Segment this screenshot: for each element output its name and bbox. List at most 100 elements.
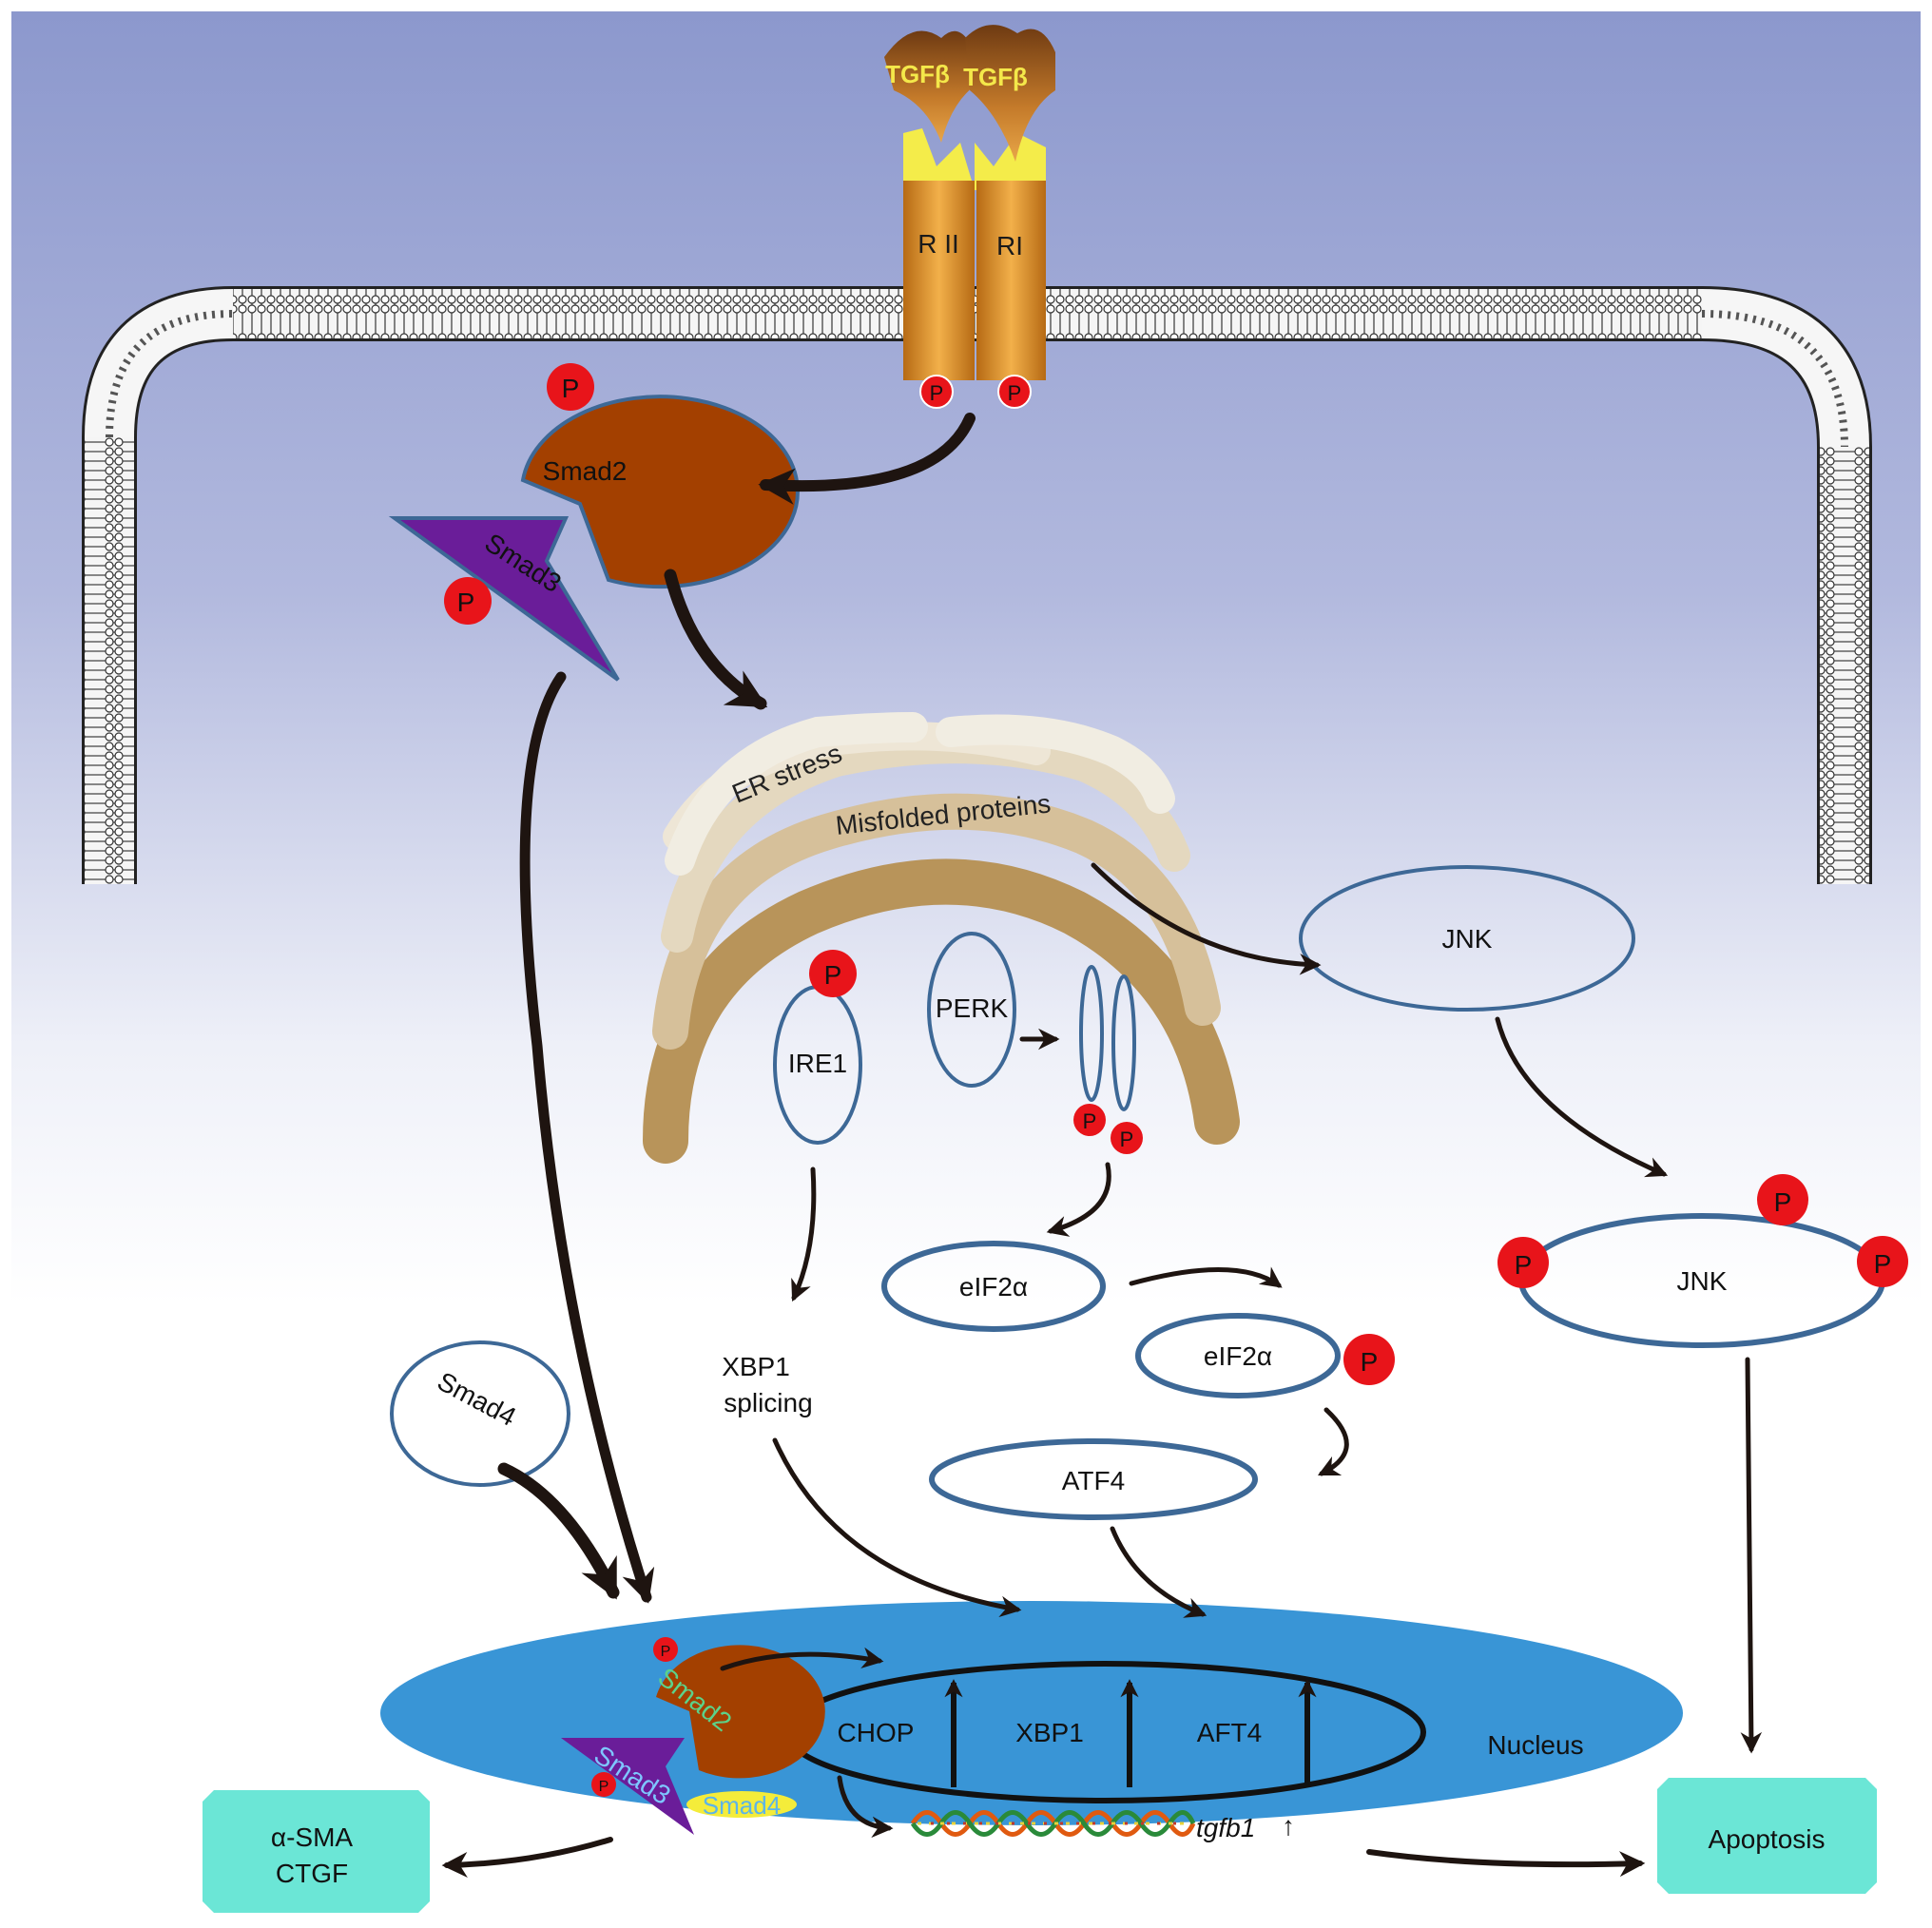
tgfb1-gene-label: tgfb1 bbox=[1196, 1813, 1255, 1842]
arrow-smad-to-nucleus bbox=[519, 671, 655, 1604]
receptor-i bbox=[976, 181, 1046, 380]
receptor-ii-label: R II bbox=[918, 229, 959, 259]
jnk-label: JNK bbox=[1677, 1266, 1728, 1296]
smad2-shape bbox=[656, 1645, 825, 1779]
xbp1-splicing-label: splicing bbox=[724, 1388, 812, 1417]
eif2a-label: eIF2α bbox=[1204, 1341, 1272, 1371]
phospho-icon bbox=[1497, 1237, 1549, 1288]
atf4-label: ATF4 bbox=[1062, 1466, 1125, 1495]
arrow-to-fibrosis-markers bbox=[441, 1837, 613, 1879]
arrow-receptor-to-smad bbox=[758, 413, 976, 505]
smad4-node bbox=[390, 1340, 570, 1487]
phospho-label: P bbox=[661, 1644, 671, 1660]
perk-eif2a-atf4-branch: eIF2α eIF2α P ATF4 bbox=[881, 1241, 1395, 1520]
jnk-label: JNK bbox=[1442, 924, 1493, 954]
arrow-smad4-to-nucleus bbox=[497, 1462, 620, 1600]
gene-label: XBP1 bbox=[1015, 1718, 1084, 1747]
perk-label: PERK bbox=[936, 993, 1009, 1023]
perk-dimer-node bbox=[1079, 965, 1104, 1102]
smad2-label: Smad2 bbox=[543, 456, 628, 486]
tgfb-ligand-label: TGFβ bbox=[963, 63, 1028, 91]
perk-dimer-node bbox=[1111, 974, 1136, 1111]
eif2a-node bbox=[881, 1241, 1106, 1332]
endoplasmic-reticulum: ER stress Misfolded proteins bbox=[643, 712, 1240, 1164]
phospho-icon bbox=[1857, 1236, 1908, 1287]
phospho-label: P bbox=[1083, 1109, 1097, 1133]
xbp1-splicing-label: XBP1 bbox=[722, 1352, 790, 1381]
gene-label: CHOP bbox=[838, 1718, 915, 1747]
smad2-smad3-cytoplasm: Smad2 Smad3 P P bbox=[388, 363, 800, 682]
atf4-node bbox=[929, 1438, 1258, 1520]
tgfb-receptor-complex: R II RI TGFβ TGFβ P P bbox=[884, 25, 1055, 409]
tgfb-ligand-left bbox=[884, 30, 975, 143]
receptor-ii bbox=[903, 181, 975, 380]
phospho-icon bbox=[444, 577, 492, 625]
gene-label: AFT4 bbox=[1197, 1718, 1262, 1747]
arrow-eif2a-phosphorylation bbox=[1129, 1266, 1283, 1288]
arrow-smad-to-genes bbox=[720, 1647, 884, 1671]
apoptosis-box bbox=[1657, 1778, 1877, 1894]
apoptosis-label: Apoptosis bbox=[1709, 1824, 1826, 1854]
cell-membrane bbox=[82, 286, 1872, 884]
arrow-to-apoptosis bbox=[1366, 1849, 1646, 1878]
phospho-icon bbox=[1757, 1174, 1808, 1225]
smad2-shape bbox=[520, 395, 800, 589]
fibrosis-marker-label: CTGF bbox=[276, 1859, 348, 1888]
phospho-label: P bbox=[930, 381, 944, 405]
phospho-label: P bbox=[1120, 1128, 1134, 1151]
phospho-label: P bbox=[1008, 381, 1022, 405]
jnk-pathway: JNK JNK P P P bbox=[1299, 865, 1908, 1348]
jnk-node bbox=[1299, 865, 1635, 1012]
phospho-eif2a-node bbox=[1135, 1313, 1341, 1398]
phospho-label: P bbox=[599, 1779, 609, 1795]
arrow-atf4-to-nucleus bbox=[1110, 1526, 1208, 1618]
arrow-ire1-to-xbp1 bbox=[791, 1166, 817, 1302]
phospho-icon bbox=[1111, 1122, 1143, 1154]
fibrosis-marker-label: α-SMA bbox=[271, 1822, 354, 1852]
phospho-icon bbox=[547, 363, 594, 411]
arrow-perk-to-eif2a bbox=[1046, 1162, 1111, 1237]
smad4-node bbox=[686, 1791, 797, 1818]
tgfb-ligand-right bbox=[965, 25, 1055, 162]
eif2a-label: eIF2α bbox=[959, 1272, 1028, 1301]
phospho-icon bbox=[653, 1637, 678, 1662]
ire1-label: IRE1 bbox=[788, 1049, 847, 1078]
phospho-label: P bbox=[1361, 1347, 1379, 1377]
arrow-eif2a-to-atf4 bbox=[1317, 1407, 1349, 1476]
smad3-shape bbox=[561, 1738, 694, 1835]
arrow-xbp1-to-nucleus bbox=[772, 1437, 1022, 1617]
receptor-i-ectodomain bbox=[975, 133, 1046, 190]
phospho-label: P bbox=[562, 374, 580, 403]
smad3-shape bbox=[388, 516, 620, 682]
fibrosis-markers-box bbox=[203, 1790, 430, 1913]
arrow-smad-to-tgfb1 bbox=[837, 1775, 894, 1839]
pathway-arrows bbox=[441, 413, 1763, 1879]
phospho-icon bbox=[809, 950, 857, 997]
phospho-icon bbox=[591, 1772, 616, 1797]
arrow-jnk-to-apoptosis bbox=[1740, 1357, 1763, 1754]
smad4-label: Smad4 bbox=[703, 1791, 781, 1820]
phospho-label: P bbox=[1774, 1187, 1792, 1217]
phospho-icon bbox=[1073, 1104, 1106, 1136]
phospho-icon bbox=[1343, 1334, 1395, 1385]
phospho-label: P bbox=[1874, 1249, 1892, 1279]
receptor-ii-ectodomain bbox=[903, 128, 975, 190]
er-stress-sensors: IRE1 P PERK P P bbox=[773, 932, 1143, 1154]
arrow-er-to-jnk bbox=[1091, 862, 1322, 975]
perk-node bbox=[927, 932, 1016, 1088]
arrow-smad-to-er bbox=[664, 569, 768, 710]
tgfb1-up-arrow: ↑ bbox=[1282, 1811, 1295, 1841]
dna-helix-icon bbox=[910, 1810, 1196, 1837]
nucleus: Nucleus CHOP XBP1 AFT4 Smad2 Smad3 Smad4… bbox=[380, 1601, 1683, 1842]
phospho-icon bbox=[997, 375, 1032, 409]
phospho-icon bbox=[919, 375, 954, 409]
tgfb-ligand-label: TGFβ bbox=[885, 60, 950, 88]
phospho-label: P bbox=[457, 588, 475, 617]
receptor-i-label: RI bbox=[996, 231, 1023, 260]
phospho-label: P bbox=[824, 960, 842, 990]
arrow-jnk-to-phospho-jnk bbox=[1495, 1016, 1669, 1178]
nucleus-label: Nucleus bbox=[1487, 1730, 1583, 1760]
nucleus-shape bbox=[380, 1601, 1683, 1825]
